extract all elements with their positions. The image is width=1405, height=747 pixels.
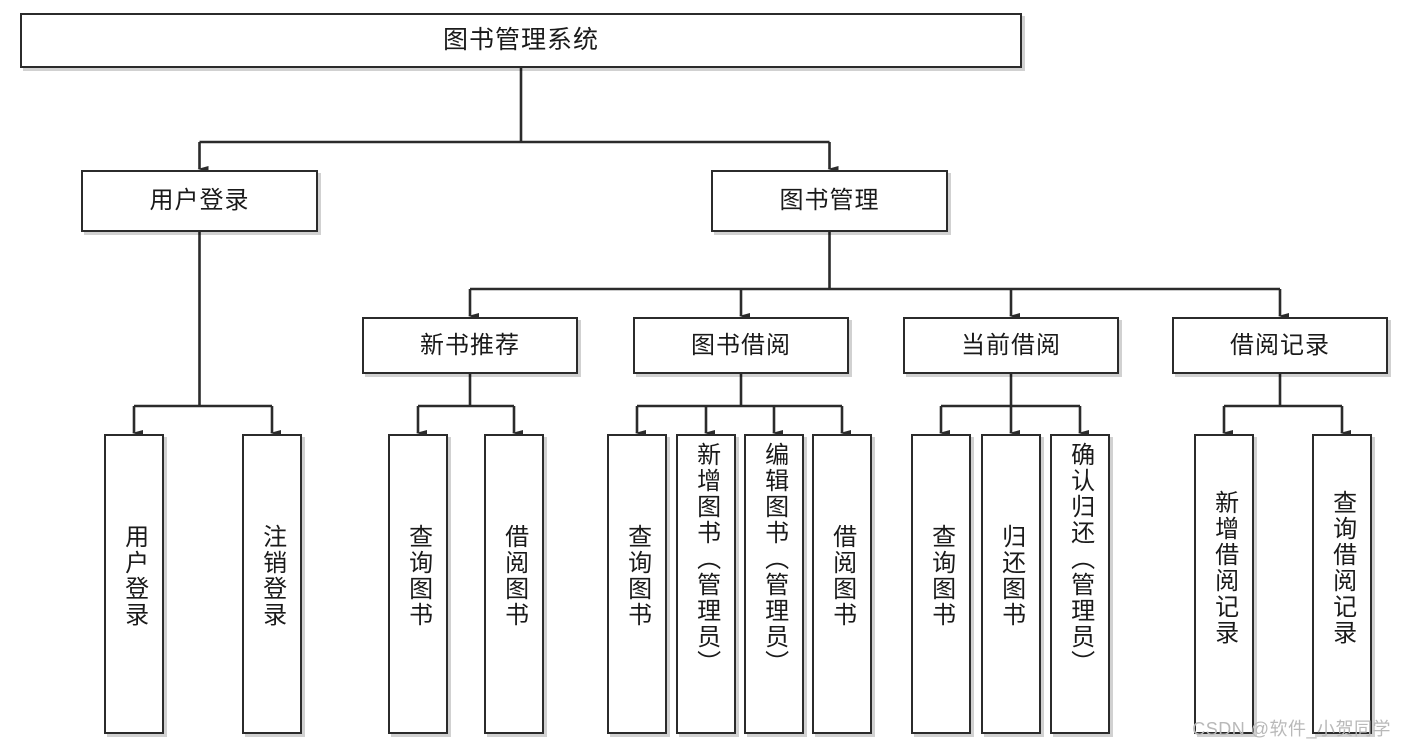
node-label: 确认归还（管理员） xyxy=(1066,442,1094,676)
leaf-query-book-1[interactable]: 查询图书 xyxy=(388,434,448,734)
leaf-edit-book-admin[interactable]: 编辑图书（管理员） xyxy=(744,434,804,734)
leaf-add-borrow-record[interactable]: 新增借阅记录 xyxy=(1194,434,1254,734)
node-label: 编辑图书（管理员） xyxy=(760,442,788,676)
node-label: 查询图书 xyxy=(404,524,432,628)
node-label: 当前借阅 xyxy=(961,331,1061,359)
leaf-borrow-book-1[interactable]: 借阅图书 xyxy=(484,434,544,734)
node-book-borrow[interactable]: 图书借阅 xyxy=(633,317,849,374)
node-label: 借阅记录 xyxy=(1230,331,1330,359)
node-label: 图书管理 xyxy=(779,187,880,214)
node-label: 查询图书 xyxy=(623,524,651,628)
node-label: 归还图书 xyxy=(997,524,1025,628)
node-user-login[interactable]: 用户登录 xyxy=(81,170,318,232)
leaf-query-book-2[interactable]: 查询图书 xyxy=(607,434,667,734)
node-root-system[interactable]: 图书管理系统 xyxy=(20,13,1022,68)
watermark: CSDN @软件_小贺同学 xyxy=(1192,719,1391,739)
node-label: 用户登录 xyxy=(149,187,250,214)
node-label: 图书借阅 xyxy=(691,331,791,359)
leaf-query-borrow-record[interactable]: 查询借阅记录 xyxy=(1312,434,1372,734)
leaf-add-book-admin[interactable]: 新增图书（管理员） xyxy=(676,434,736,734)
node-label: 用户登录 xyxy=(120,524,148,628)
node-new-book-recommend[interactable]: 新书推荐 xyxy=(362,317,578,374)
node-book-management[interactable]: 图书管理 xyxy=(711,170,948,232)
node-label: 查询图书 xyxy=(927,524,955,628)
node-label: 借阅图书 xyxy=(828,524,856,628)
leaf-return-book[interactable]: 归还图书 xyxy=(981,434,1041,734)
leaf-logout[interactable]: 注销登录 xyxy=(242,434,302,734)
node-label: 注销登录 xyxy=(258,524,286,628)
node-label: 新书推荐 xyxy=(420,331,520,359)
node-current-borrow[interactable]: 当前借阅 xyxy=(903,317,1119,374)
node-label: 借阅图书 xyxy=(500,524,528,628)
node-borrow-record[interactable]: 借阅记录 xyxy=(1172,317,1388,374)
node-label: 新增借阅记录 xyxy=(1210,490,1238,646)
leaf-confirm-return-admin[interactable]: 确认归还（管理员） xyxy=(1050,434,1110,734)
leaf-user-login[interactable]: 用户登录 xyxy=(104,434,164,734)
node-label: 新增图书（管理员） xyxy=(692,442,720,676)
node-label: 查询借阅记录 xyxy=(1328,490,1356,646)
leaf-query-book-3[interactable]: 查询图书 xyxy=(911,434,971,734)
node-label: 图书管理系统 xyxy=(442,26,599,54)
leaf-borrow-book-2[interactable]: 借阅图书 xyxy=(812,434,872,734)
